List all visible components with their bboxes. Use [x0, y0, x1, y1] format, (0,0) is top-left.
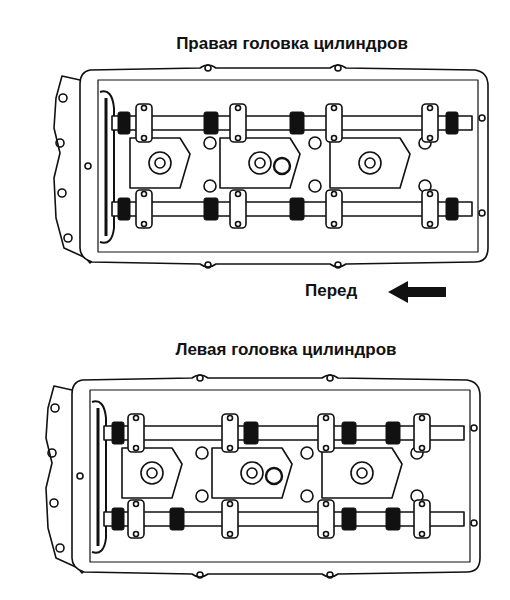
- direction-label: Перед: [305, 281, 357, 301]
- left-cylinder-head: [46, 375, 480, 578]
- right-cylinder-head: [54, 65, 488, 268]
- head-title: Левая головка цилиндров: [175, 340, 396, 360]
- head-title: Правая головка цилиндров: [176, 34, 408, 54]
- front-arrow: [388, 281, 446, 303]
